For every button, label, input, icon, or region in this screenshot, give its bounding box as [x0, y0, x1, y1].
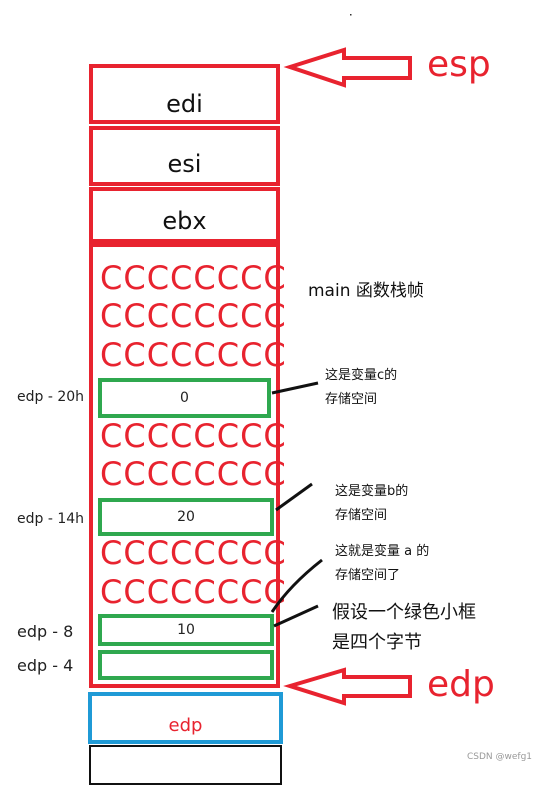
- note-c: 这是变量c的 存储空间: [325, 364, 397, 412]
- fill-row-3: CCCCCCCC: [100, 336, 287, 374]
- fill-row-6: CCCCCCCC: [100, 534, 287, 572]
- ebx-label: ebx: [162, 207, 207, 235]
- note-box-size-connector: [273, 604, 319, 628]
- note-c-line1: 这是变量c的: [325, 368, 398, 383]
- fill-row-1: CCCCCCCC: [100, 259, 287, 297]
- edi-label: edi: [166, 90, 203, 118]
- note-b-connector: [275, 482, 313, 512]
- note-b-line1: 这是变量b的: [335, 484, 409, 499]
- saved-edp-box: [88, 692, 283, 744]
- slot-edp-4: [98, 650, 274, 680]
- ebx-box: [89, 187, 280, 243]
- top-dot: [350, 14, 352, 16]
- note-b: 这是变量b的 存储空间: [335, 480, 408, 528]
- fill-row-5: CCCCCCCC: [100, 455, 287, 493]
- fill-row-2: CCCCCCCC: [100, 297, 287, 335]
- watermark: CSDN @wefg1: [467, 752, 533, 762]
- saved-edp-label: edp: [168, 715, 203, 736]
- offset-label-8: edp - 8: [17, 622, 74, 641]
- note-a-connector: [270, 558, 323, 613]
- slot-a: 10: [98, 614, 274, 646]
- note-b-line2: 存储空间: [335, 508, 388, 523]
- frame-label: main 函数栈帧: [308, 281, 424, 301]
- fill-row-4: CCCCCCCC: [100, 417, 287, 455]
- note-a: 这就是变量 a 的 存储空间了: [335, 540, 429, 588]
- note-a-line2: 存储空间了: [335, 568, 401, 583]
- offset-label-20h: edp - 20h: [17, 389, 85, 405]
- edi-box: [89, 64, 280, 124]
- esp-arrow-icon: [283, 47, 412, 88]
- esi-box: [89, 126, 280, 186]
- note-c-connector: [271, 381, 319, 395]
- fill-row-7: CCCCCCCC: [100, 573, 287, 611]
- slot-b: 20: [98, 498, 274, 536]
- slot-a-value: 10: [177, 622, 195, 638]
- edp-pointer-label: edp: [427, 664, 495, 705]
- offset-label-14h: edp - 14h: [17, 511, 85, 527]
- edp-arrow-icon: [283, 667, 412, 706]
- slot-b-value: 20: [177, 509, 195, 525]
- note-box-size-line2: 是四个字节: [332, 632, 422, 653]
- esi-label: esi: [167, 150, 202, 178]
- note-box-size: 假设一个绿色小框 是四个字节: [332, 598, 476, 658]
- esp-pointer-label: esp: [427, 44, 491, 85]
- note-a-line1: 这就是变量 a 的: [335, 544, 430, 559]
- offset-label-4: edp - 4: [17, 656, 74, 675]
- slot-c: 0: [98, 378, 271, 418]
- note-box-size-line1: 假设一个绿色小框: [332, 602, 476, 623]
- slot-c-value: 0: [180, 390, 189, 406]
- main-frame-box: [89, 243, 280, 688]
- note-c-line2: 存储空间: [325, 392, 378, 407]
